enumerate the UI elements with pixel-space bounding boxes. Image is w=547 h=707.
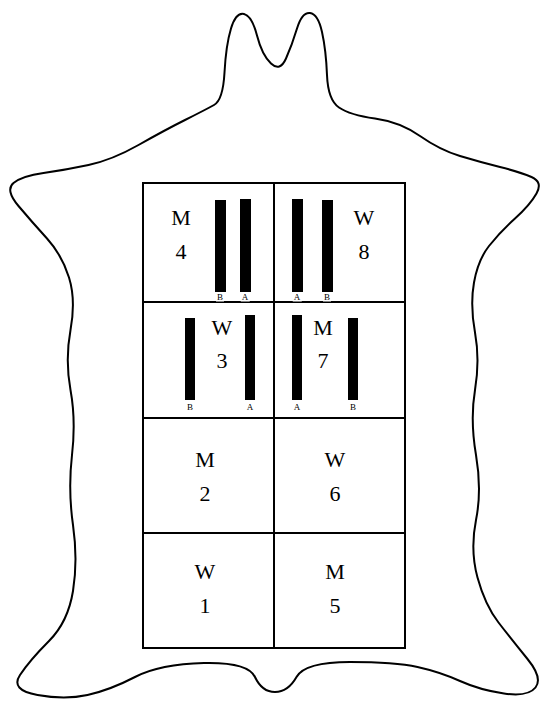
cell-label: 1 <box>200 595 211 617</box>
cell-label: M <box>195 449 215 471</box>
cell-label: M <box>313 317 333 339</box>
hide-cell: W1 <box>143 533 274 648</box>
hide-cell: W6 <box>274 418 405 533</box>
hide-outline <box>10 13 539 698</box>
hide-cell: W 8A B <box>274 183 405 302</box>
hide-cell: M 4B A <box>143 183 274 302</box>
hide-cell: M 7A B <box>274 302 405 418</box>
bar <box>185 318 195 400</box>
hide-cell: M2 <box>143 418 274 533</box>
bar-letter: A <box>293 293 302 302</box>
bar-letter: A <box>293 403 302 412</box>
cell-label: W <box>354 207 375 229</box>
bar <box>292 199 303 292</box>
grid-outline <box>143 183 405 648</box>
cell-label: 4 <box>176 241 187 263</box>
cell-label: 8 <box>359 241 370 263</box>
bar-letter: A <box>246 403 255 412</box>
cell-label: 7 <box>318 350 329 372</box>
cell-label: M <box>171 207 191 229</box>
cell-label: 6 <box>330 483 341 505</box>
cell-label: W <box>325 449 346 471</box>
bar <box>292 315 302 400</box>
cell-label: 3 <box>217 350 228 372</box>
cell-label: M <box>325 561 345 583</box>
cell-label: W <box>195 561 216 583</box>
bar-letter: B <box>323 293 331 302</box>
bar-letter: A <box>241 293 250 302</box>
bar <box>348 318 358 400</box>
bar <box>215 200 226 292</box>
bar-letter: B <box>186 403 194 412</box>
bar <box>322 200 333 292</box>
hide-cell: M5 <box>274 533 405 648</box>
bar-letter: B <box>216 293 224 302</box>
hide-cell: W 3B A <box>143 302 274 418</box>
bar-letter: B <box>349 403 357 412</box>
bars <box>185 199 358 400</box>
bar <box>240 199 251 292</box>
cell-label: 5 <box>330 595 341 617</box>
cell-label: 2 <box>200 483 211 505</box>
cell-label: W <box>212 317 233 339</box>
bar <box>245 315 255 400</box>
